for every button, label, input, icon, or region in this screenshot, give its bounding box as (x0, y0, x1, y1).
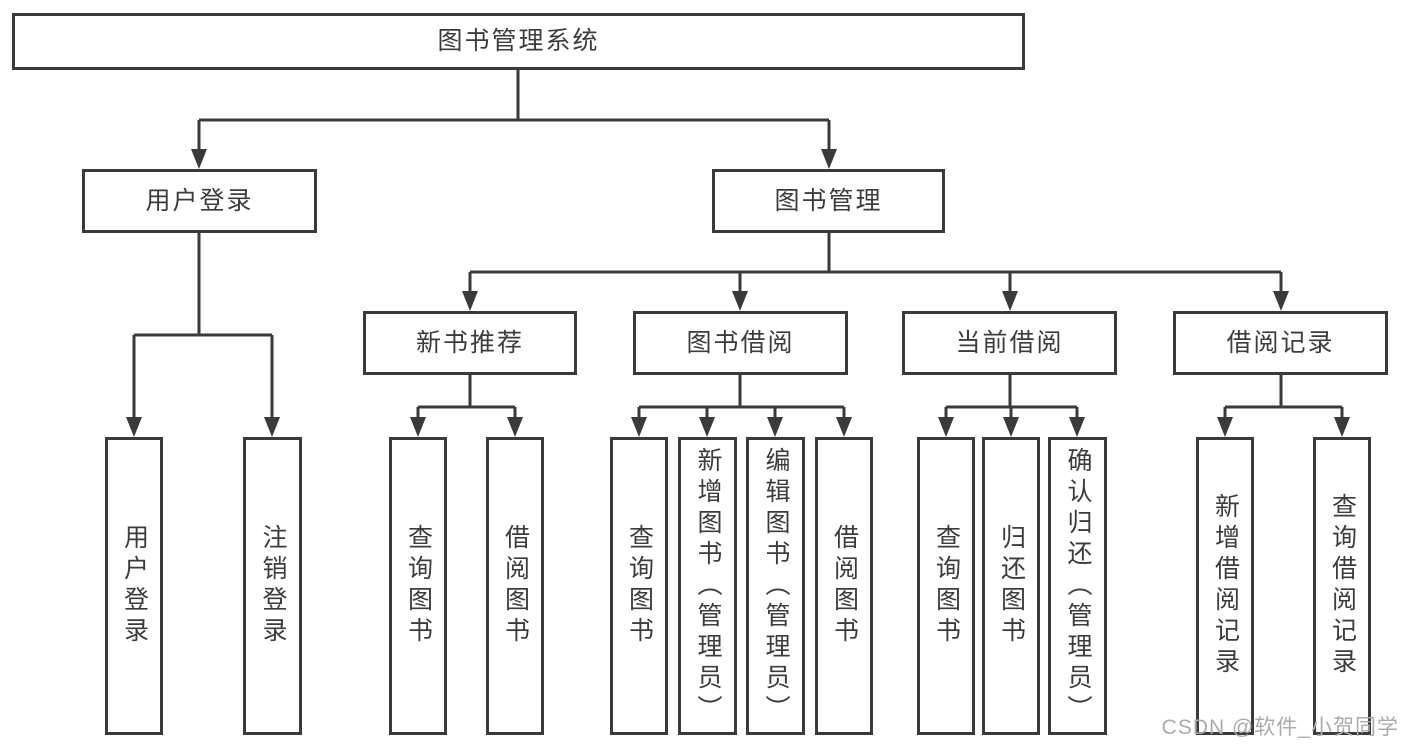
leaf-record-query-label: 查询借阅记录 (1328, 493, 1357, 679)
leaf-borrow-edit-admin-label: 编辑图书（管理员） (762, 446, 790, 726)
leaf-newbook-borrow: 借阅图书 (486, 437, 544, 735)
leaf-logout: 注销登录 (243, 437, 302, 735)
leaf-record-add: 新增借阅记录 (1196, 437, 1254, 735)
leaf-current-query: 查询图书 (917, 437, 975, 735)
leaf-record-query: 查询借阅记录 (1313, 437, 1371, 735)
leaf-borrow-add-admin: 新增图书（管理员） (678, 437, 737, 735)
csdn-watermark: CSDN @软件_小贺同学 (1161, 716, 1399, 739)
node-new-book-recommend: 新书推荐 (363, 311, 577, 375)
leaf-current-query-label: 查询图书 (932, 524, 961, 648)
leaf-borrow-query: 查询图书 (610, 437, 668, 735)
node-root-label: 图书管理系统 (437, 27, 600, 55)
node-current-borrow-label: 当前借阅 (955, 328, 1064, 357)
node-book-borrow: 图书借阅 (633, 311, 848, 375)
node-book-borrow-label: 图书借阅 (686, 328, 795, 357)
node-book-management: 图书管理 (712, 169, 945, 233)
leaf-borrow-add-admin-label: 新增图书（管理员） (694, 446, 722, 726)
leaf-current-confirm-admin-label: 确认归还（管理员） (1064, 446, 1092, 726)
node-borrow-records: 借阅记录 (1173, 311, 1388, 375)
leaf-newbook-query: 查询图书 (389, 437, 447, 735)
node-user-login-label: 用户登录 (145, 186, 254, 215)
node-current-borrow: 当前借阅 (902, 311, 1117, 375)
node-book-management-label: 图书管理 (774, 186, 883, 215)
leaf-record-add-label: 新增借阅记录 (1211, 493, 1240, 679)
leaf-current-return-label: 归还图书 (997, 524, 1026, 648)
leaf-newbook-borrow-label: 借阅图书 (501, 524, 530, 648)
leaf-borrow-book: 借阅图书 (815, 437, 873, 735)
leaf-current-return: 归还图书 (982, 437, 1040, 735)
node-new-book-recommend-label: 新书推荐 (415, 328, 524, 357)
leaf-logout-label: 注销登录 (259, 524, 287, 648)
leaf-current-confirm-admin: 确认归还（管理员） (1048, 437, 1107, 735)
leaf-borrow-book-label: 借阅图书 (830, 524, 859, 648)
leaf-borrow-edit-admin: 编辑图书（管理员） (746, 437, 805, 735)
node-user-login: 用户登录 (82, 169, 317, 233)
node-root: 图书管理系统 (12, 13, 1025, 70)
leaf-user-login-label: 用户登录 (120, 524, 149, 648)
leaf-borrow-query-label: 查询图书 (625, 524, 654, 648)
leaf-user-login: 用户登录 (105, 437, 163, 735)
leaf-newbook-query-label: 查询图书 (404, 524, 433, 648)
node-borrow-records-label: 借阅记录 (1226, 328, 1335, 357)
